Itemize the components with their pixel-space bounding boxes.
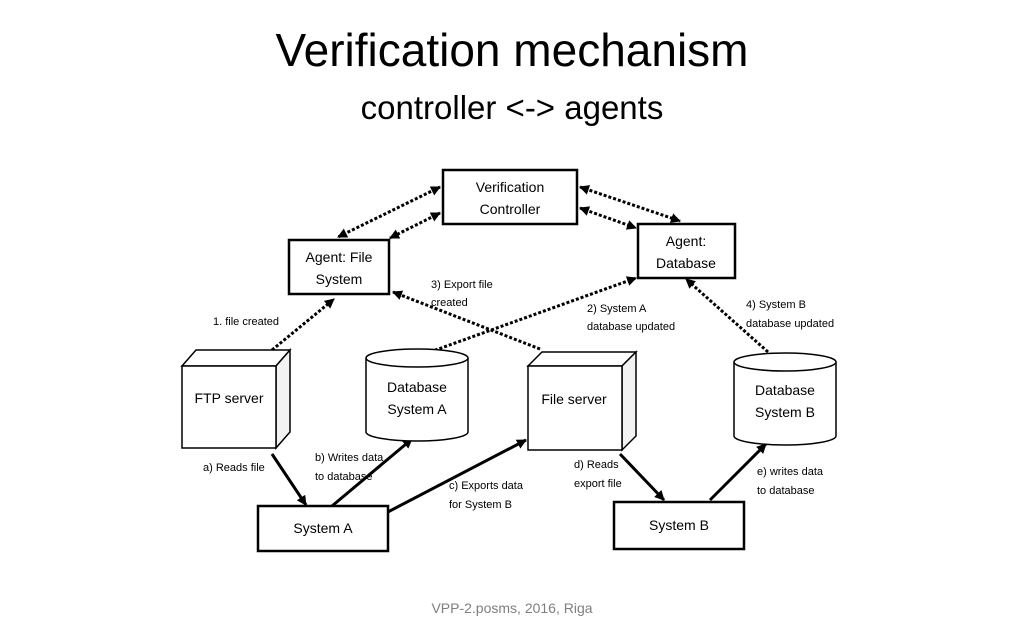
dotted-links (271, 185, 769, 354)
label-reads-file: a) Reads file (203, 462, 265, 474)
link-system-b-dbb (708, 442, 768, 502)
label-writes-data-b-line2: to database (757, 485, 815, 497)
db-a-label-line2: System A (387, 401, 447, 417)
link-fileserver-system-b (618, 452, 666, 502)
ftp-server-node: FTP server (180, 348, 292, 450)
link-ftp-agent-fs (271, 297, 335, 352)
link-system-a-fileserver (383, 438, 527, 516)
database-system-b-node: Database System B (733, 352, 837, 446)
label-system-a-db-updated-line2: database updated (587, 321, 675, 333)
label-export-file-created-line1: 3) Export file (431, 279, 493, 291)
file-server-node: File server (526, 350, 638, 452)
link-controller-agent-fs-2 (389, 211, 441, 240)
link-dbb-agent-db (685, 277, 769, 354)
slide-subtitle: controller <-> agents (360, 89, 664, 126)
agent-database-node: Agent: Database (636, 222, 737, 280)
link-ftp-system-a (270, 453, 308, 506)
agent-fs-label-line2: System (316, 271, 363, 287)
label-exports-data-line2: for System B (449, 499, 512, 511)
file-server-label: File server (541, 391, 607, 407)
controller-label-line2: Controller (480, 201, 541, 217)
label-export-file-created-line2: created (431, 297, 468, 309)
link-fileserver-agent-fs (392, 290, 541, 351)
verification-controller-node: Verification Controller (441, 168, 579, 226)
edge-labels: 1. file created 2) System A database upd… (203, 279, 834, 511)
label-exports-data-line1: c) Exports data (449, 480, 524, 492)
agent-file-system-node: Agent: File System (287, 238, 391, 296)
label-system-b-db-updated-line2: database updated (746, 318, 834, 330)
label-system-a-db-updated-line1: 2) System A (587, 303, 647, 315)
system-a-node: System A (256, 504, 390, 553)
system-b-node: System B (612, 500, 746, 551)
label-writes-data-line1: b) Writes data (315, 452, 384, 464)
label-system-b-db-updated-line1: 4) System B (746, 299, 806, 311)
label-writes-data-line2: to database (315, 471, 373, 483)
solid-links (270, 437, 768, 516)
controller-label-line1: Verification (476, 179, 544, 195)
system-b-label: System B (649, 517, 709, 533)
db-b-label-line2: System B (755, 404, 815, 420)
db-a-label-line1: Database (387, 379, 447, 395)
link-system-a-dba (331, 437, 413, 508)
link-controller-agent-fs-1 (337, 185, 441, 239)
ftp-server-label: FTP server (195, 390, 264, 406)
link-controller-agent-db-2 (579, 206, 637, 230)
database-system-a-node: Database System A (365, 348, 469, 442)
slide-title: Verification mechanism (275, 24, 749, 76)
agent-db-label-line1: Agent: (666, 233, 706, 249)
label-writes-data-b-line1: e) writes data (757, 466, 824, 478)
slide-footer: VPP-2.posms, 2016, Riga (431, 600, 593, 616)
link-dba-agent-db (429, 276, 637, 354)
link-controller-agent-db-1 (579, 185, 681, 223)
label-file-created: 1. file created (213, 316, 279, 328)
label-reads-export-line1: d) Reads (574, 459, 619, 471)
agent-fs-label-line1: Agent: File (306, 249, 373, 265)
system-a-label: System A (293, 520, 353, 536)
label-reads-export-line2: export file (574, 478, 622, 490)
db-b-label-line1: Database (755, 382, 815, 398)
agent-db-label-line2: Database (656, 255, 716, 271)
